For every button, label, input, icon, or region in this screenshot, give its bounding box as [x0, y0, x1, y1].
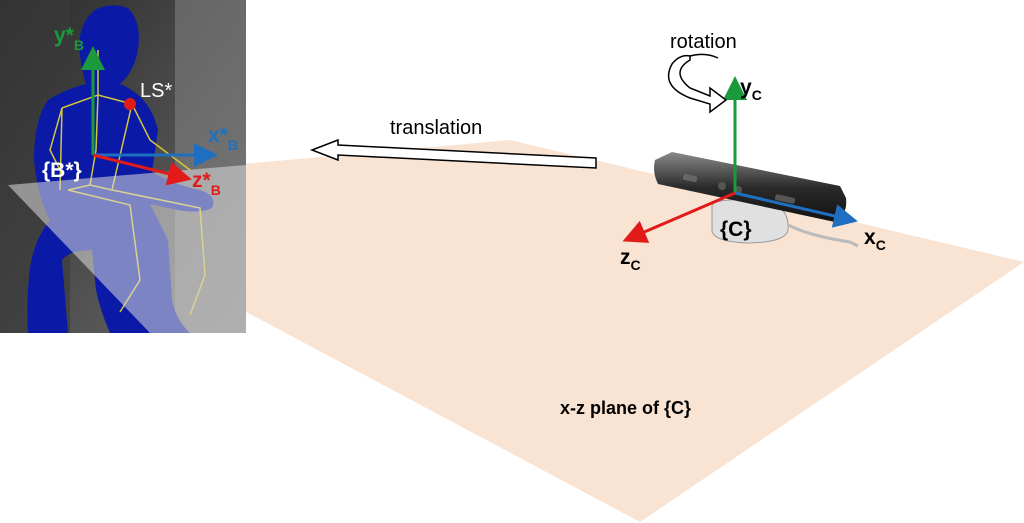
body-z-label: z*B [192, 169, 221, 198]
plane-overlay [8, 165, 246, 333]
body-z-axis [92, 153, 192, 186]
camera-z-label: zC [620, 246, 641, 273]
joint-label: LS* [140, 80, 172, 102]
camera-x-axis [734, 191, 858, 228]
camera-frame-label: {C} [720, 218, 752, 241]
camera-x-label: xC [864, 226, 886, 253]
translation-label: translation [390, 117, 482, 139]
body-y-label: y*B [54, 24, 84, 53]
translation-arrow [309, 138, 597, 169]
body-frame-label: {B*} [42, 159, 82, 182]
rotation-arrow [667, 53, 728, 114]
camera-z-axis [622, 191, 736, 243]
ls-joint-dot [124, 98, 136, 110]
plane-label: x-z plane of {C} [560, 398, 691, 418]
body-x-label: x*B [208, 124, 238, 153]
kinect-sensor [654, 152, 859, 248]
camera-y-label: yC [740, 76, 762, 103]
rotation-label: rotation [670, 31, 737, 53]
